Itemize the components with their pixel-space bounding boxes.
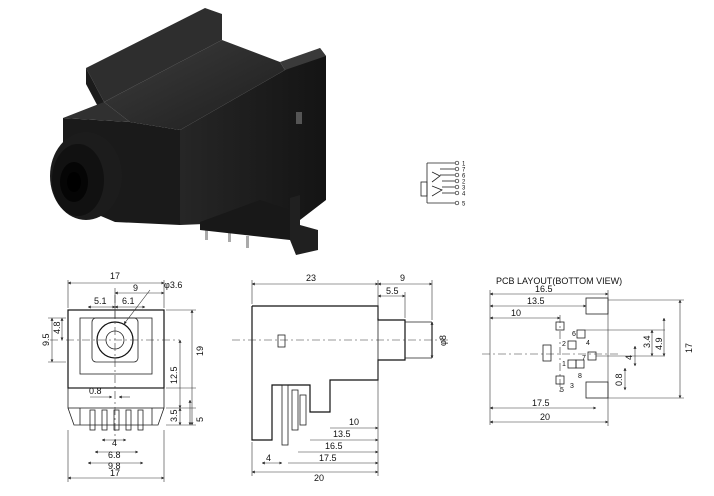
front-view-drawing bbox=[48, 280, 196, 482]
schematic-pin-terminal bbox=[454, 172, 460, 178]
pcb-pin-label: 4 bbox=[586, 340, 590, 347]
side-b5: 20 bbox=[314, 473, 324, 483]
side-b2: 13.5 bbox=[333, 429, 351, 439]
side-b3: 16.5 bbox=[325, 441, 343, 451]
pcb-r2: 4.9 bbox=[654, 337, 664, 350]
pcb-layout-title: PCB LAYOUT(BOTTOM VIEW) bbox=[496, 276, 622, 286]
front-right-h2: 19 bbox=[195, 346, 205, 356]
side-b1: 10 bbox=[349, 417, 359, 427]
pcb-pin-label: 2 bbox=[562, 341, 566, 348]
pcb-pin-label: 1 bbox=[562, 361, 566, 368]
pcb-pin-label: 7 bbox=[582, 355, 586, 362]
front-top-width: 17 bbox=[110, 271, 120, 281]
schematic-pin-label: 6 bbox=[462, 174, 466, 180]
front-bottom-3: 9.8 bbox=[108, 461, 121, 471]
schematic-pin-terminal bbox=[454, 178, 460, 184]
pcb-r1: 3.4 bbox=[642, 335, 652, 348]
front-right-h4: 5 bbox=[195, 417, 205, 422]
pcb-pin-label: 8 bbox=[578, 373, 582, 380]
front-right-offset: 6.1 bbox=[122, 296, 135, 306]
side-front-len: 9 bbox=[400, 273, 405, 283]
pcb-pin-label: 6 bbox=[572, 331, 576, 338]
front-bottom-4: 17 bbox=[110, 468, 120, 478]
schematic-pin-label: 2 bbox=[462, 180, 466, 186]
pcb-pin-numbers: 6 2 7 1 3 4 8 5 bbox=[560, 331, 590, 394]
front-bottom-2: 6.8 bbox=[108, 450, 121, 460]
pcb-d1: 16.5 bbox=[535, 284, 553, 294]
front-height-b: 9.5 bbox=[41, 333, 51, 346]
front-top-half: 9 bbox=[133, 283, 138, 293]
front-right-h3: 3.5 bbox=[169, 409, 179, 422]
schematic-pin-label: 7 bbox=[462, 168, 466, 174]
schematic-pin-terminal bbox=[454, 200, 460, 206]
pcb-r4: 4 bbox=[624, 355, 634, 360]
front-bottom-1: 4 bbox=[112, 438, 117, 448]
side-b4: 17.5 bbox=[319, 453, 337, 463]
pcb-d4: 17.5 bbox=[532, 398, 550, 408]
side-front-sub: 5.5 bbox=[386, 286, 399, 296]
side-length: 23 bbox=[306, 273, 316, 283]
schematic-pin-terminal bbox=[454, 184, 460, 190]
pcb-pin-label: 3 bbox=[570, 383, 574, 390]
front-left-offset: 5.1 bbox=[94, 296, 107, 306]
pcb-d2: 13.5 bbox=[527, 296, 545, 306]
side-b6: 4 bbox=[266, 453, 271, 463]
pcb-r3: 17 bbox=[684, 343, 694, 353]
pcb-d3: 10 bbox=[511, 308, 521, 318]
side-diameter: φ8 bbox=[438, 335, 448, 346]
schematic-pin-label: 1 bbox=[462, 162, 466, 168]
schematic-pin-label: 4 bbox=[462, 192, 466, 198]
product-photo bbox=[50, 8, 326, 255]
front-right-h1: 12.5 bbox=[169, 366, 179, 384]
pcb-d5: 20 bbox=[540, 412, 550, 422]
pcb-layout-drawing bbox=[482, 290, 684, 426]
pcb-r5: 0.8 bbox=[614, 373, 624, 386]
schematic-pin-terminal bbox=[454, 160, 460, 166]
schematic-pin-terminal bbox=[454, 190, 460, 196]
front-diameter: φ3.6 bbox=[164, 280, 182, 290]
schematic-pin-label: 3 bbox=[462, 186, 466, 192]
front-height-a: 4.8 bbox=[52, 321, 62, 334]
front-pin-width: 0.8 bbox=[89, 386, 102, 396]
pcb-pin-label: 5 bbox=[560, 387, 564, 394]
schematic-pin-label: 5 bbox=[462, 202, 466, 208]
side-view-drawing bbox=[232, 280, 450, 476]
schematic-pin-terminal bbox=[454, 166, 460, 172]
